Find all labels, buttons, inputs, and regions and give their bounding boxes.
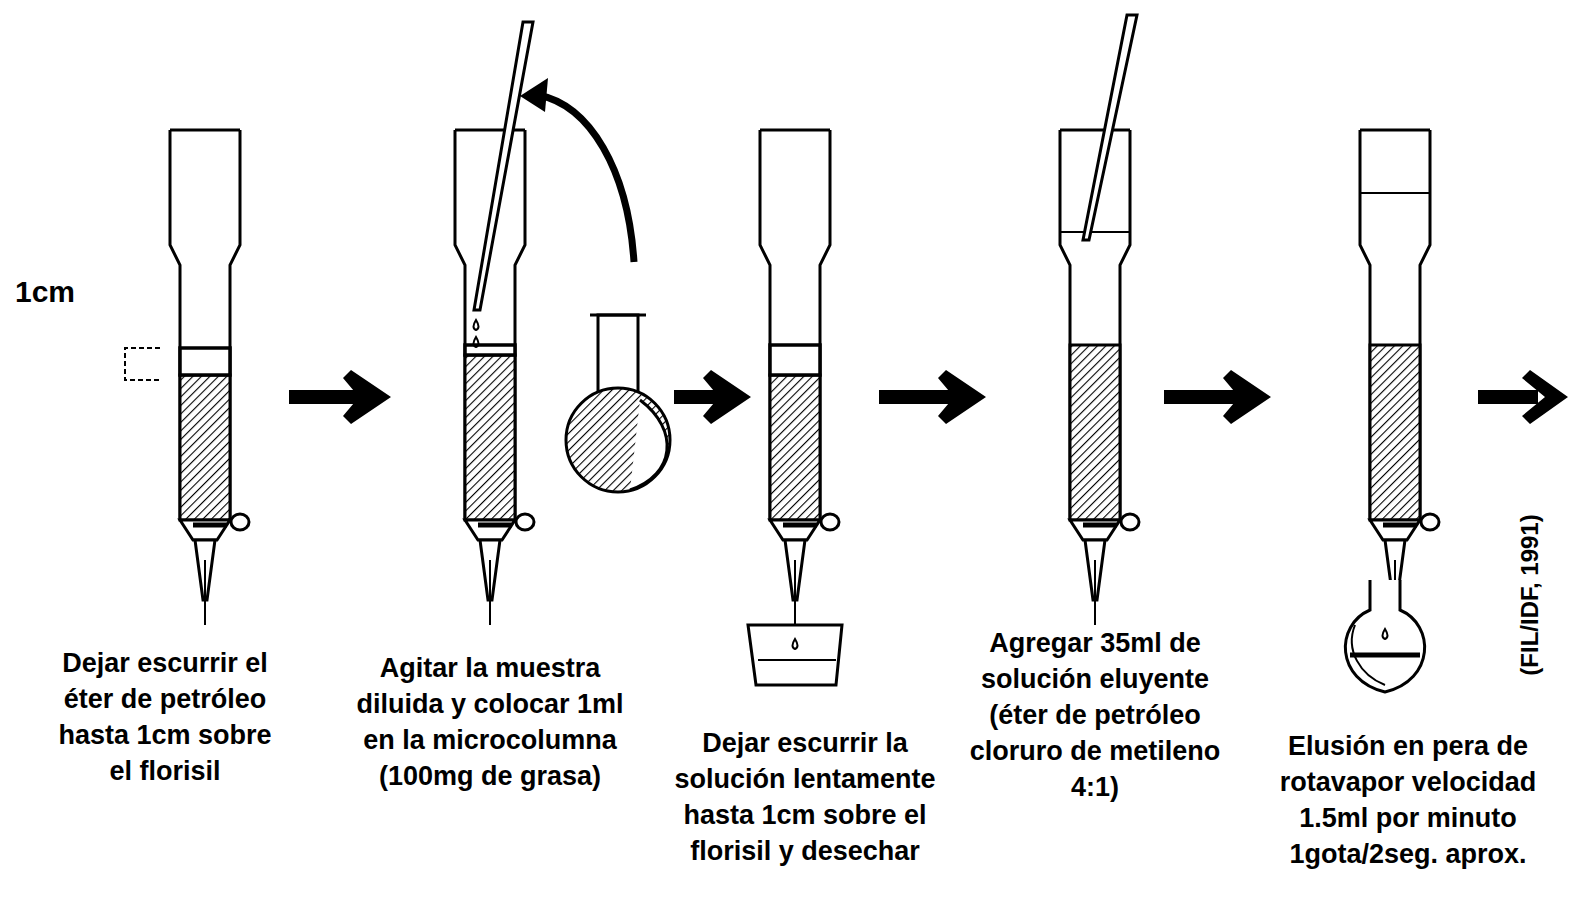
- flow-arrow: [289, 370, 391, 424]
- procedure-step: Agregar 35ml de solución eluyente (éter …: [990, 120, 1160, 630]
- flow-arrow: [879, 370, 986, 424]
- step-caption: Dejar escurrir el éter de petróleo hasta…: [45, 645, 285, 789]
- step-caption: Dejar escurrir la solución lentamente ha…: [660, 725, 950, 869]
- procedure-step: Dejar escurrir la solución lentamente ha…: [755, 120, 875, 630]
- procedure-step: Dejar escurrir el éter de petróleo hasta…: [115, 120, 285, 630]
- source-note: (FIL/IDF, 1991): [1516, 514, 1544, 675]
- flow-arrow: [674, 370, 751, 424]
- procedure-step: Elusión en pera de rotavapor velocidad 1…: [1275, 120, 1470, 630]
- flow-arrow: [1164, 370, 1271, 424]
- step-caption: Agitar la muestra diluida y colocar 1ml …: [345, 650, 635, 794]
- dimension-label: 1cm: [15, 275, 75, 309]
- step-caption: Agregar 35ml de solución eluyente (éter …: [950, 625, 1240, 805]
- step-caption: Elusión en pera de rotavapor velocidad 1…: [1263, 728, 1553, 872]
- procedure-step: Agitar la muestra diluida y colocar 1ml …: [395, 120, 670, 630]
